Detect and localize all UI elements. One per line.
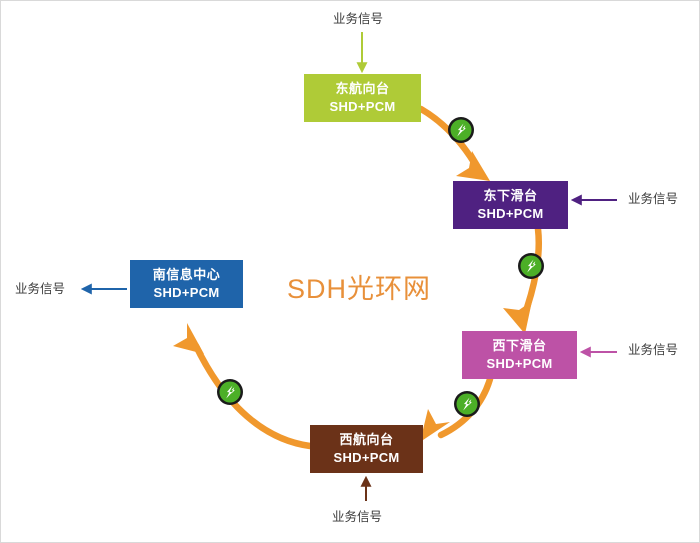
node-label-name: 西航向台 xyxy=(339,431,394,447)
node-label-sub: SHD+PCM xyxy=(333,450,400,465)
node-label-name: 西下滑台 xyxy=(492,337,547,353)
node-label-name: 东下滑台 xyxy=(483,187,538,203)
ring-title: SDH光环网 xyxy=(287,274,432,304)
node-label-sub: SHD+PCM xyxy=(477,206,544,221)
link-arrow-2 xyxy=(503,301,532,334)
node-east-localizer[interactable]: 东航向台 SHD+PCM xyxy=(304,74,421,122)
repeater-icon[interactable] xyxy=(216,378,244,406)
link-arrow-4 xyxy=(173,323,204,354)
node-label-sub: SHD+PCM xyxy=(486,356,553,371)
node-east-glide-slope[interactable]: 东下滑台 SHD+PCM xyxy=(453,181,568,229)
node-label-sub: SHD+PCM xyxy=(329,99,396,114)
repeater-icon[interactable] xyxy=(517,252,545,280)
node-west-glide-slope[interactable]: 西下滑台 SHD+PCM xyxy=(462,331,577,379)
link-arrow-1 xyxy=(456,151,490,181)
signal-label-east-glide-slope: 业务信号 xyxy=(628,192,679,206)
node-south-info-center[interactable]: 南信息中心 SHD+PCM xyxy=(130,260,243,308)
repeater-icon[interactable] xyxy=(447,116,475,144)
link-arrow-3 xyxy=(420,409,450,442)
signal-arrow-group xyxy=(80,32,617,501)
node-label-name: 南信息中心 xyxy=(152,266,221,282)
node-label-name: 东航向台 xyxy=(335,80,390,96)
signal-label-south-info-center: 业务信号 xyxy=(15,282,66,296)
link-west-localizer-to-south-info-center xyxy=(192,342,314,450)
node-west-localizer[interactable]: 西航向台 SHD+PCM xyxy=(310,425,423,473)
node-label-sub: SHD+PCM xyxy=(153,285,220,300)
repeater-icon[interactable] xyxy=(453,390,481,418)
signal-label-west-glide-slope: 业务信号 xyxy=(628,343,679,357)
signal-label-east-localizer: 业务信号 xyxy=(333,12,384,26)
signal-label-west-localizer: 业务信号 xyxy=(332,510,383,524)
